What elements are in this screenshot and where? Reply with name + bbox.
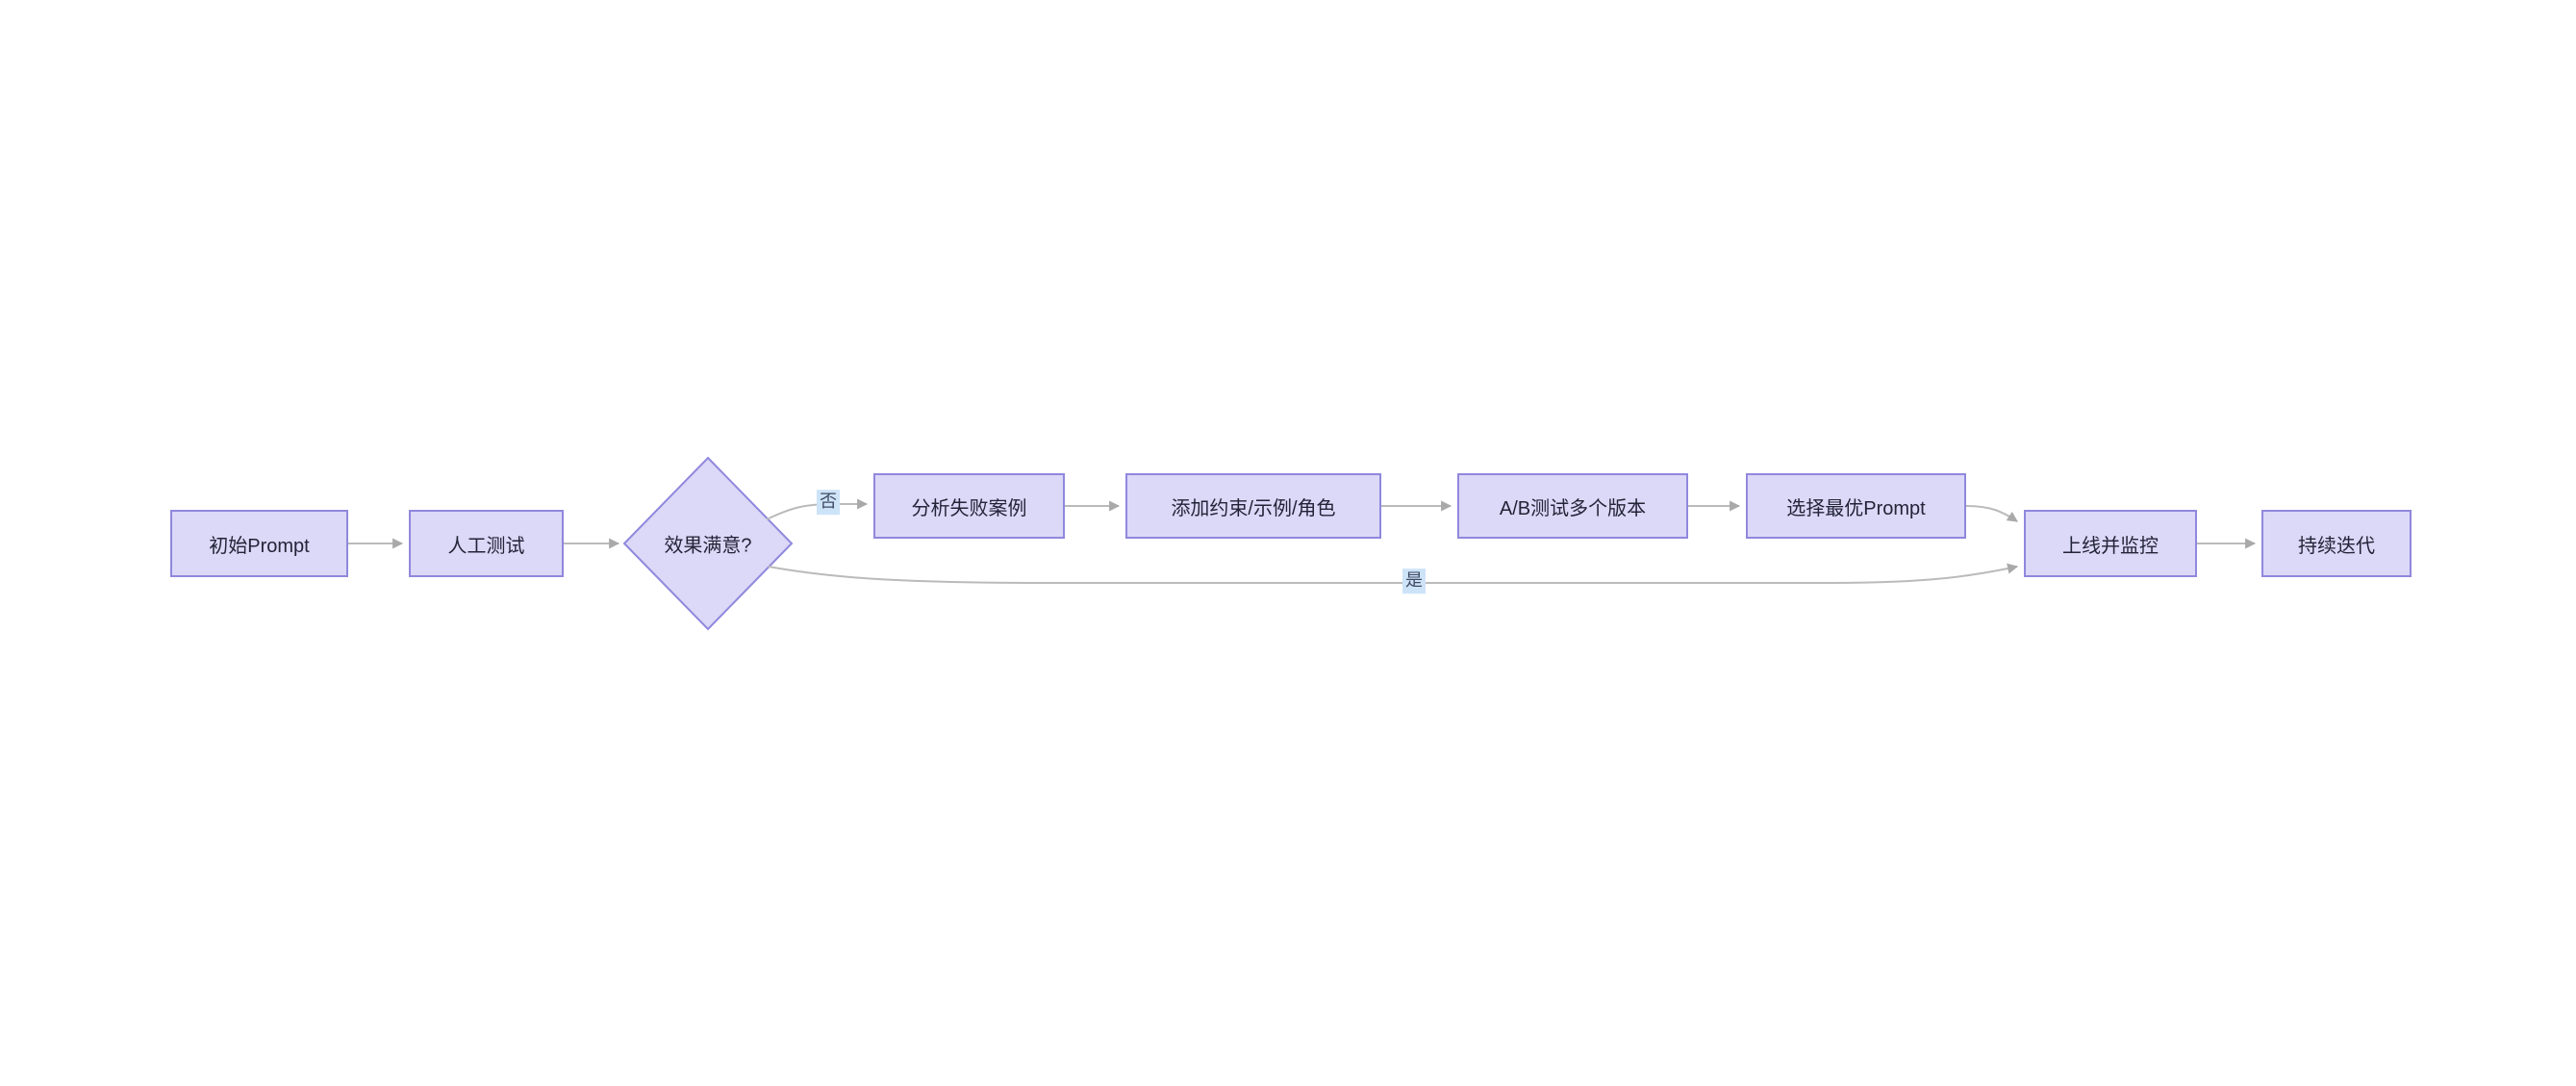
edge-decision-to-deploy-label: 是 <box>1402 568 1426 594</box>
edge-decision-to-analyze-label: 否 <box>817 490 840 515</box>
node-ab-test-versions: A/B测试多个版本 <box>1457 473 1688 539</box>
node-continuous-iteration: 持续迭代 <box>2261 510 2412 577</box>
node-decision-satisfied <box>622 456 794 631</box>
edge-decision-to-deploy <box>768 563 2019 584</box>
node-select-best-prompt: 选择最优Prompt <box>1746 473 1966 539</box>
edge-select-to-deploy <box>1965 505 2018 522</box>
node-manual-test: 人工测试 <box>409 510 564 577</box>
node-add-constraints: 添加约束/示例/角色 <box>1125 473 1381 539</box>
node-analyze-failures: 分析失败案例 <box>873 473 1065 539</box>
node-decision-satisfied-label: 效果满意? <box>664 535 752 557</box>
node-initial-prompt: 初始Prompt <box>170 510 348 577</box>
node-deploy-monitor: 上线并监控 <box>2024 510 2197 577</box>
